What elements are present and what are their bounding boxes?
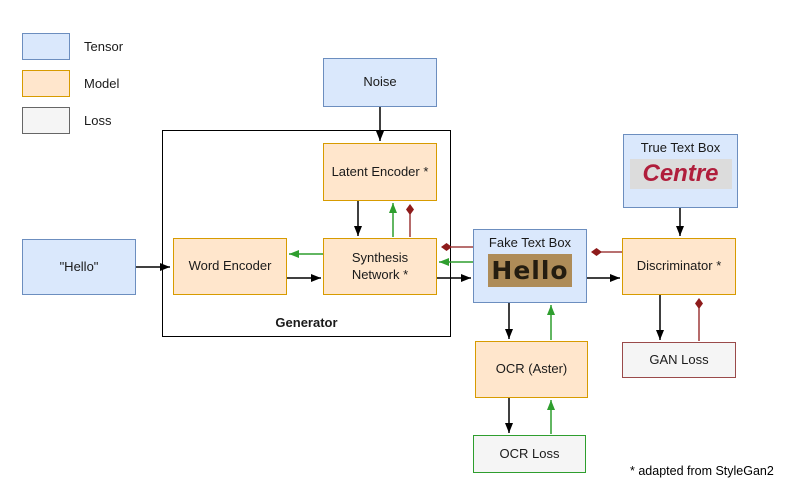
true-text-sample-image: Centre [629,159,732,190]
node-discriminator: Discriminator * [622,238,736,295]
gan-gradient-arrows [406,204,703,341]
legend-label-loss: Loss [84,113,112,128]
noise-label: Noise [363,74,397,90]
ocr-gradient-arrows [289,203,555,434]
forward-arrows [136,107,684,433]
legend-item-loss: Loss [22,107,123,134]
true-text-box-label: True Text Box [640,140,721,155]
tensor-swatch [22,33,70,60]
node-synthesis-network: Synthesis Network * [323,238,437,295]
synthesis-network-label: Synthesis Network * [351,250,409,282]
footnote: * adapted from StyleGan2 [630,464,774,478]
generator-container: Generator [162,130,451,337]
node-ocr: OCR (Aster) [475,341,588,398]
input-text-label: "Hello" [59,258,99,274]
ocr-loss-label: OCR Loss [499,445,560,461]
node-true-text-box: True Text Box Centre [623,134,738,208]
gan-loss-label: GAN Loss [649,351,709,367]
word-encoder-label: Word Encoder [188,258,272,274]
node-fake-text-box: Fake Text Box Hello [473,229,587,303]
generator-label: Generator [275,315,338,330]
node-word-encoder: Word Encoder [173,238,287,295]
legend-item-model: Model [22,70,123,97]
node-noise: Noise [323,58,437,107]
node-ocr-loss: OCR Loss [473,435,586,473]
legend: Tensor Model Loss [22,33,123,144]
node-input-text: "Hello" [22,239,136,295]
node-gan-loss: GAN Loss [622,342,736,378]
legend-item-tensor: Tensor [22,33,123,60]
fake-text-sample-image: Hello [488,254,572,288]
latent-encoder-label: Latent Encoder * [331,163,429,179]
node-latent-encoder: Latent Encoder * [323,143,437,201]
fake-text-box-label: Fake Text Box [488,235,572,250]
legend-label-model: Model [84,76,120,91]
discriminator-label: Discriminator * [636,258,722,274]
legend-label-tensor: Tensor [84,39,124,54]
model-swatch [22,70,70,97]
loss-swatch [22,107,70,134]
ocr-label: OCR (Aster) [495,361,568,377]
